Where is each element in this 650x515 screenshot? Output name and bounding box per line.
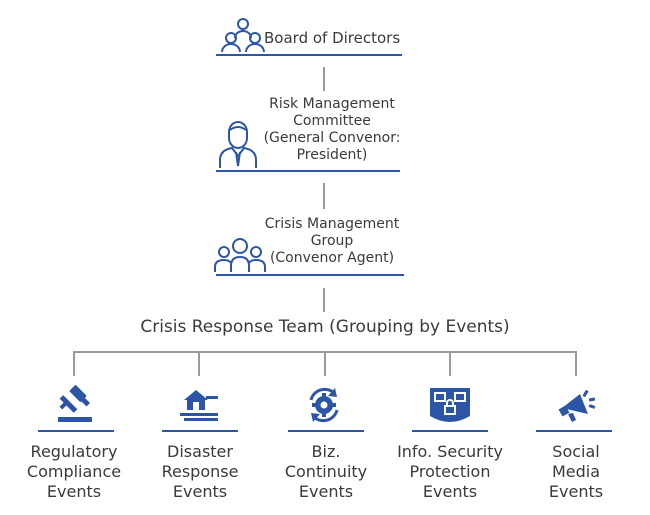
security-camera-lock-icon [430, 388, 470, 422]
board-underline [216, 54, 402, 56]
event-underline-5 [536, 430, 612, 432]
megaphone-icon [558, 389, 596, 422]
connector-crisis-team [323, 288, 325, 312]
event-underline-2 [162, 430, 238, 432]
event-underline-3 [288, 430, 364, 432]
person-tie-icon [219, 121, 257, 168]
house-flood-icon [180, 390, 218, 421]
event-info-security: Info. Security Protection Events [386, 380, 514, 510]
team-people-icon [214, 238, 266, 272]
risk-committee-node: Risk Management Committee (General Conve… [216, 92, 402, 174]
board-node: Board of Directors [216, 14, 402, 58]
event-label-5: Social Media Events [548, 442, 604, 501]
risk-committee-label: Risk Management Committee (General Conve… [263, 96, 401, 163]
event-label-1: Regulatory Compliance Events [26, 442, 122, 501]
connector-board-risk [323, 67, 325, 91]
risk-committee-underline [216, 170, 400, 172]
event-label-2: Disaster Response Events [161, 442, 239, 501]
event-underline-4 [412, 430, 488, 432]
drop-line-3 [324, 351, 326, 376]
gavel-icon [58, 385, 92, 422]
crisis-group-label: Crisis Management Group (Convenor Agent) [264, 216, 400, 266]
drop-line-5 [575, 351, 577, 376]
drop-line-1 [73, 351, 75, 376]
connector-risk-crisis [323, 183, 325, 209]
crisis-group-underline [216, 274, 404, 276]
event-biz-continuity: Biz. Continuity Events [260, 380, 388, 510]
people-group-icon [221, 18, 265, 53]
board-label: Board of Directors [264, 29, 401, 47]
gear-cycle-icon [309, 387, 339, 423]
event-disaster-response: Disaster Response Events [134, 380, 262, 510]
response-team-title: Crisis Response Team (Grouping by Events… [140, 317, 510, 337]
event-underline-1 [38, 430, 114, 432]
drop-line-4 [449, 351, 451, 376]
event-label-4: Info. Security Protection Events [397, 442, 503, 501]
event-regulatory-compliance: Regulatory Compliance Events [10, 380, 138, 510]
crisis-group-node: Crisis Management Group (Convenor Agent) [210, 214, 404, 276]
drop-line-2 [198, 351, 200, 376]
event-social-media: Social Media Events [512, 380, 640, 510]
event-label-3: Biz. Continuity Events [284, 442, 368, 501]
